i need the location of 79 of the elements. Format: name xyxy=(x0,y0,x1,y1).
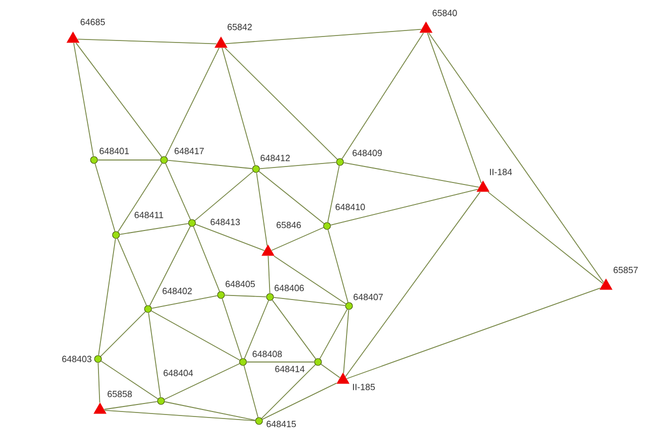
point-label: 648411 xyxy=(134,212,164,218)
connecting-line xyxy=(224,294,267,298)
connecting-line xyxy=(164,401,256,421)
point-label: 648406 xyxy=(274,284,304,292)
connecting-line xyxy=(192,226,220,292)
connecting-line xyxy=(343,309,350,374)
connecting-line xyxy=(100,360,158,400)
connecting-line xyxy=(104,401,158,410)
point-label: 648413 xyxy=(210,218,240,226)
connecting-line xyxy=(164,363,240,400)
connecting-line xyxy=(195,224,265,252)
connecting-line xyxy=(327,165,340,223)
point-label: II-185 xyxy=(353,384,375,390)
connecting-line xyxy=(330,188,478,226)
connecting-line xyxy=(262,382,338,420)
connecting-line xyxy=(224,28,422,44)
connecting-line xyxy=(273,296,346,306)
point-label: 648401 xyxy=(100,148,129,154)
connecting-line xyxy=(268,256,270,294)
connecting-line xyxy=(104,410,256,422)
connecting-line xyxy=(224,48,338,160)
connecting-line xyxy=(167,160,253,170)
connecting-line xyxy=(119,223,189,235)
connecting-line xyxy=(258,170,324,224)
connecting-line xyxy=(328,229,348,303)
point-label: 648414 xyxy=(275,366,305,372)
connecting-line xyxy=(271,227,324,251)
point-label: 65857 xyxy=(614,266,638,274)
point-label: 65846 xyxy=(276,222,301,228)
connecting-line xyxy=(320,364,340,378)
connecting-line xyxy=(428,32,604,283)
point-label: II-184 xyxy=(490,168,512,176)
point-label: 648410 xyxy=(336,204,365,210)
connecting-line xyxy=(272,300,316,360)
connecting-line xyxy=(98,362,100,404)
connecting-line xyxy=(273,256,346,304)
connecting-line xyxy=(222,48,256,166)
connecting-line xyxy=(77,38,217,44)
connecting-line xyxy=(165,163,191,220)
point-label: 65858 xyxy=(108,390,132,398)
point-label: 648412 xyxy=(260,154,290,162)
connecting-line xyxy=(76,42,162,158)
connecting-line xyxy=(244,300,269,359)
point-label: 648407 xyxy=(354,294,383,300)
connecting-line xyxy=(151,295,218,309)
connecting-line xyxy=(343,162,480,188)
point-label: 648403 xyxy=(62,356,92,362)
connecting-line xyxy=(256,172,268,246)
connecting-line xyxy=(117,238,147,306)
point-label: 648417 xyxy=(174,148,204,154)
point-label: 65842 xyxy=(228,24,252,30)
connecting-line xyxy=(194,171,254,221)
point-label: 65840 xyxy=(432,10,457,16)
point-label: 64685 xyxy=(80,18,105,26)
connecting-line xyxy=(150,310,240,361)
connecting-line xyxy=(345,192,481,377)
connecting-line xyxy=(98,238,116,356)
point-label: 648402 xyxy=(162,288,192,294)
connecting-line xyxy=(259,162,337,170)
connecting-line xyxy=(261,364,316,419)
connecting-line xyxy=(73,42,94,157)
point-label: 648404 xyxy=(164,370,193,376)
point-label: 648415 xyxy=(266,420,296,428)
connecting-line xyxy=(149,226,191,306)
connecting-line xyxy=(426,32,482,184)
connecting-line xyxy=(165,48,220,158)
connecting-line xyxy=(346,288,601,380)
connecting-line xyxy=(488,192,604,284)
connecting-line xyxy=(342,32,424,160)
connecting-line xyxy=(100,311,146,357)
point-label: 648408 xyxy=(252,350,282,358)
point-label: 648405 xyxy=(226,280,255,288)
connecting-line xyxy=(148,312,161,398)
connecting-line xyxy=(222,298,242,359)
connecting-line xyxy=(94,163,116,232)
connecting-line xyxy=(118,162,162,232)
connecting-line xyxy=(319,308,348,360)
point-label: 648409 xyxy=(352,150,382,156)
connecting-line xyxy=(244,365,258,418)
